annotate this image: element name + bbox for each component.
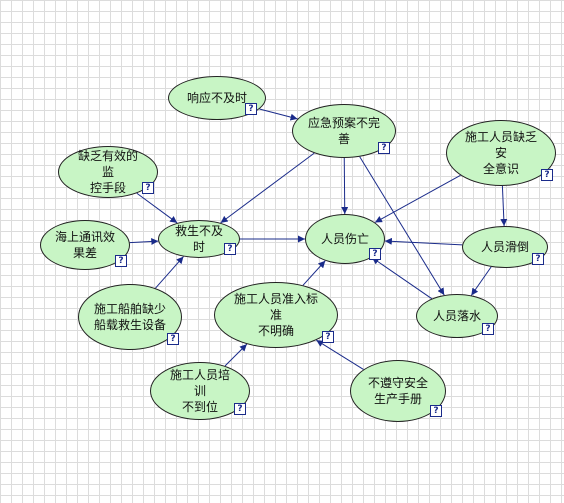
node-entry-standard-unclear[interactable]: 施工人员准入标准 不明确 ? (214, 282, 338, 348)
edge-plan_incomplete-to-fall_water (359, 156, 445, 296)
node-label: 施工人员缺乏安 全意识 (464, 130, 537, 176)
node-label: 救生不及时 (174, 224, 223, 254)
node-not-follow-manual[interactable]: 不遵守安全 生产手册 ? (350, 360, 446, 422)
node-label: 人员滑倒 (480, 240, 529, 254)
help-icon[interactable]: ? (369, 248, 381, 260)
edge-lack_equipment-to-rescue_late (155, 256, 184, 289)
node-lack-equipment[interactable]: 施工船舶缺少 船载救生设备 ? (78, 284, 182, 350)
node-label: 施工人员准入标准 不明确 (233, 292, 318, 338)
node-comm-poor[interactable]: 海上通讯效 果差 ? (40, 220, 130, 270)
node-label: 响应不及时 (186, 91, 247, 105)
edge-lack_safety_awareness-to-slip_fall (500, 185, 508, 227)
node-response-late[interactable]: 响应不及时 ? (168, 76, 266, 120)
node-slip-fall[interactable]: 人员滑倒 ? (462, 226, 548, 268)
node-plan-incomplete[interactable]: 应急预案不完善 ? (292, 104, 396, 158)
edge-slip_fall-to-fall_water (470, 266, 492, 296)
edge-plan_incomplete-to-casualty (341, 157, 349, 215)
node-fall-water[interactable]: 人员落水 ? (416, 294, 498, 338)
help-icon[interactable]: ? (142, 182, 154, 194)
edge-plan_incomplete-to-rescue_late (220, 152, 315, 224)
help-icon[interactable]: ? (115, 255, 127, 267)
node-training-inadequate[interactable]: 施工人员培训 不到位 ? (150, 362, 250, 420)
help-icon[interactable]: ? (482, 323, 494, 335)
help-icon[interactable]: ? (245, 103, 257, 115)
node-label: 人员伤亡 (320, 232, 369, 246)
edge-not_follow_manual-to-entry_standard_unclear (316, 339, 364, 370)
node-label: 应急预案不完善 (307, 116, 380, 146)
node-casualty[interactable]: 人员伤亡 ? (305, 214, 385, 264)
node-lack-safety-awareness[interactable]: 施工人员缺乏安 全意识 ? (446, 120, 556, 186)
node-label: 海上通讯效 果差 (55, 230, 116, 260)
node-label: 施工船舶缺少 船载救生设备 (93, 302, 166, 332)
help-icon[interactable]: ? (234, 403, 246, 415)
help-icon[interactable]: ? (430, 405, 442, 417)
help-icon[interactable]: ? (378, 142, 390, 154)
help-icon[interactable]: ? (532, 253, 544, 265)
edge-fall_water-to-casualty (371, 257, 433, 300)
node-label: 缺乏有效的监 控手段 (77, 149, 138, 195)
node-label: 人员落水 (432, 309, 481, 323)
node-label: 不遵守安全 生产手册 (367, 376, 428, 406)
help-icon[interactable]: ? (541, 169, 553, 181)
edge-lack_monitoring-to-rescue_late (136, 192, 178, 224)
edge-response_late-to-plan_incomplete (259, 108, 298, 121)
edge-slip_fall-to-casualty (384, 237, 463, 246)
edge-comm_poor-to-rescue_late (129, 238, 159, 246)
edge-training_inadequate-to-entry_standard_unclear (224, 343, 248, 367)
help-icon[interactable]: ? (224, 243, 236, 255)
help-icon[interactable]: ? (167, 333, 179, 345)
help-icon[interactable]: ? (322, 331, 334, 343)
node-rescue-late[interactable]: 救生不及时 ? (158, 220, 240, 258)
node-label: 施工人员培训 不到位 (169, 368, 230, 414)
node-lack-monitoring[interactable]: 缺乏有效的监 控手段 ? (58, 146, 158, 198)
edge-entry_standard_unclear-to-casualty (302, 260, 326, 286)
edge-lack_safety_awareness-to-casualty (374, 174, 461, 223)
